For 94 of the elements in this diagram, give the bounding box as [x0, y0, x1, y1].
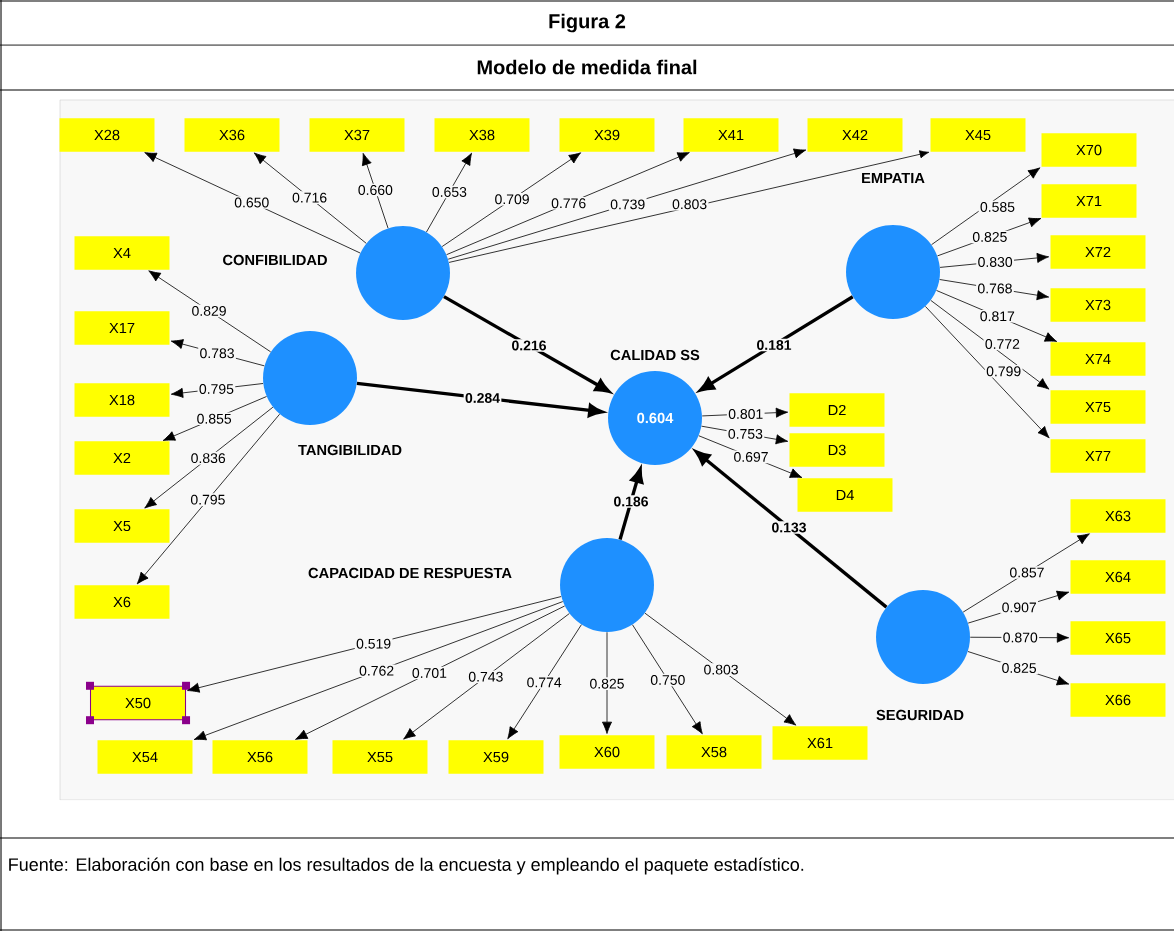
edge-label: 0.825 [588, 677, 626, 690]
figure-title: Figura 2 [549, 13, 626, 33]
arrow [295, 605, 566, 740]
arrow [148, 270, 272, 353]
indicator-box: X4 [74, 236, 170, 270]
arrow [602, 631, 612, 734]
arrow [253, 152, 367, 244]
arrow [447, 148, 807, 260]
arrow [931, 167, 1041, 246]
indicator-box: D2 [789, 393, 885, 427]
indicator-box: D3 [789, 433, 885, 467]
edge-label: 0.776 [549, 197, 588, 210]
indicator-box: X55 [332, 740, 428, 774]
indicator-box: X18 [74, 383, 170, 417]
edge-label: 0.768 [976, 282, 1014, 295]
indicator-box: X75 [1050, 390, 1146, 424]
indicator-box: X37 [309, 118, 405, 152]
arrow [962, 533, 1090, 613]
indicator-box: X66 [1070, 683, 1166, 717]
indicator-box: X59 [448, 740, 544, 774]
indicator-box: X45 [930, 118, 1026, 152]
edge-label: 0.216 [510, 339, 548, 352]
edge-label: 0.519 [354, 637, 393, 650]
edge-label: 0.795 [189, 493, 227, 506]
edge-label: 0.762 [357, 664, 396, 678]
edge-label: 0.650 [232, 196, 271, 209]
latent-variable-circle [876, 590, 970, 684]
indicator-box: X38 [434, 118, 530, 152]
arrow [144, 406, 274, 509]
arrow [187, 596, 562, 693]
indicator-box: X70 [1041, 133, 1137, 167]
arrow [144, 152, 361, 254]
indicator-box: X41 [683, 118, 779, 152]
edge-label: 0.774 [525, 676, 563, 689]
indicator-box: X61 [772, 726, 868, 760]
arrow [448, 150, 930, 263]
indicator-box: X5 [74, 509, 170, 543]
construct-label: EMPATIA [862, 172, 925, 184]
indicator-box: X56 [212, 740, 308, 774]
arrow [136, 413, 280, 585]
indicator-box: X6 [74, 585, 170, 619]
edge-label: 0.855 [195, 412, 233, 426]
indicator-box: X58 [666, 735, 762, 769]
arrow [162, 396, 267, 441]
indicator-box: X28 [59, 118, 155, 152]
indicator-box: X63 [1070, 499, 1166, 533]
arrow [694, 450, 888, 609]
indicator-box: X39 [559, 118, 655, 152]
indicator-box: X65 [1070, 621, 1166, 655]
construct-label: SEGURIDAD [876, 709, 964, 721]
arrow [426, 152, 472, 233]
edge-label: 0.857 [1008, 566, 1046, 579]
latent-variable-circle [263, 331, 357, 425]
latent-variable-circle [356, 226, 450, 320]
indicator-box: X17 [74, 311, 170, 345]
indicator-box: X71 [1041, 184, 1137, 218]
indicator-box: X36 [184, 118, 280, 152]
indicator-box: X2 [74, 441, 170, 475]
arrow [193, 601, 564, 741]
indicator-box: X72 [1050, 235, 1146, 269]
latent-variable-circle [846, 225, 940, 319]
indicator-box: X54 [97, 740, 193, 774]
edge-label: 0.799 [984, 365, 1023, 378]
arrow [441, 152, 582, 247]
indicator-box: X64 [1070, 560, 1166, 594]
arrow [925, 306, 1050, 439]
indicator-box: X74 [1050, 342, 1146, 376]
indicator-box: D4 [797, 478, 893, 512]
construct-label: CALIDAD SS [610, 349, 700, 361]
indicator-box: X77 [1050, 439, 1146, 473]
arrow [930, 300, 1050, 390]
source-note: Fuente: Elaboración con base en los resultados de la encuesta y empleando el paquete estadístico. [9, 857, 804, 875]
arrow [443, 295, 611, 393]
edge-label: 0.870 [1001, 631, 1040, 644]
arrow [507, 624, 582, 740]
arrow [403, 613, 570, 740]
edge-label: 0.739 [608, 198, 647, 211]
arrow [644, 612, 797, 726]
indicator-box: X50 [89, 685, 187, 721]
edge-label: 0.803 [702, 663, 740, 676]
latent-variable-circle [560, 538, 654, 632]
arrow [446, 152, 690, 256]
figure-heading: Modelo de medida final [477, 59, 697, 75]
construct-label: CONFIBILIDAD [223, 254, 327, 266]
arrow [361, 153, 389, 229]
construct-label: CAPACIDAD DE RESPUESTA [308, 567, 512, 579]
edge-label: 0.716 [290, 191, 329, 204]
indicator-box: X73 [1050, 288, 1146, 322]
arrow [632, 624, 703, 735]
indicator-box: X60 [559, 735, 655, 769]
construct-label: TANGIBILIDAD [298, 444, 402, 456]
edge-label: 0.907 [1000, 601, 1039, 614]
edge-label: 0.133 [770, 521, 808, 534]
indicator-box: X42 [807, 118, 903, 152]
